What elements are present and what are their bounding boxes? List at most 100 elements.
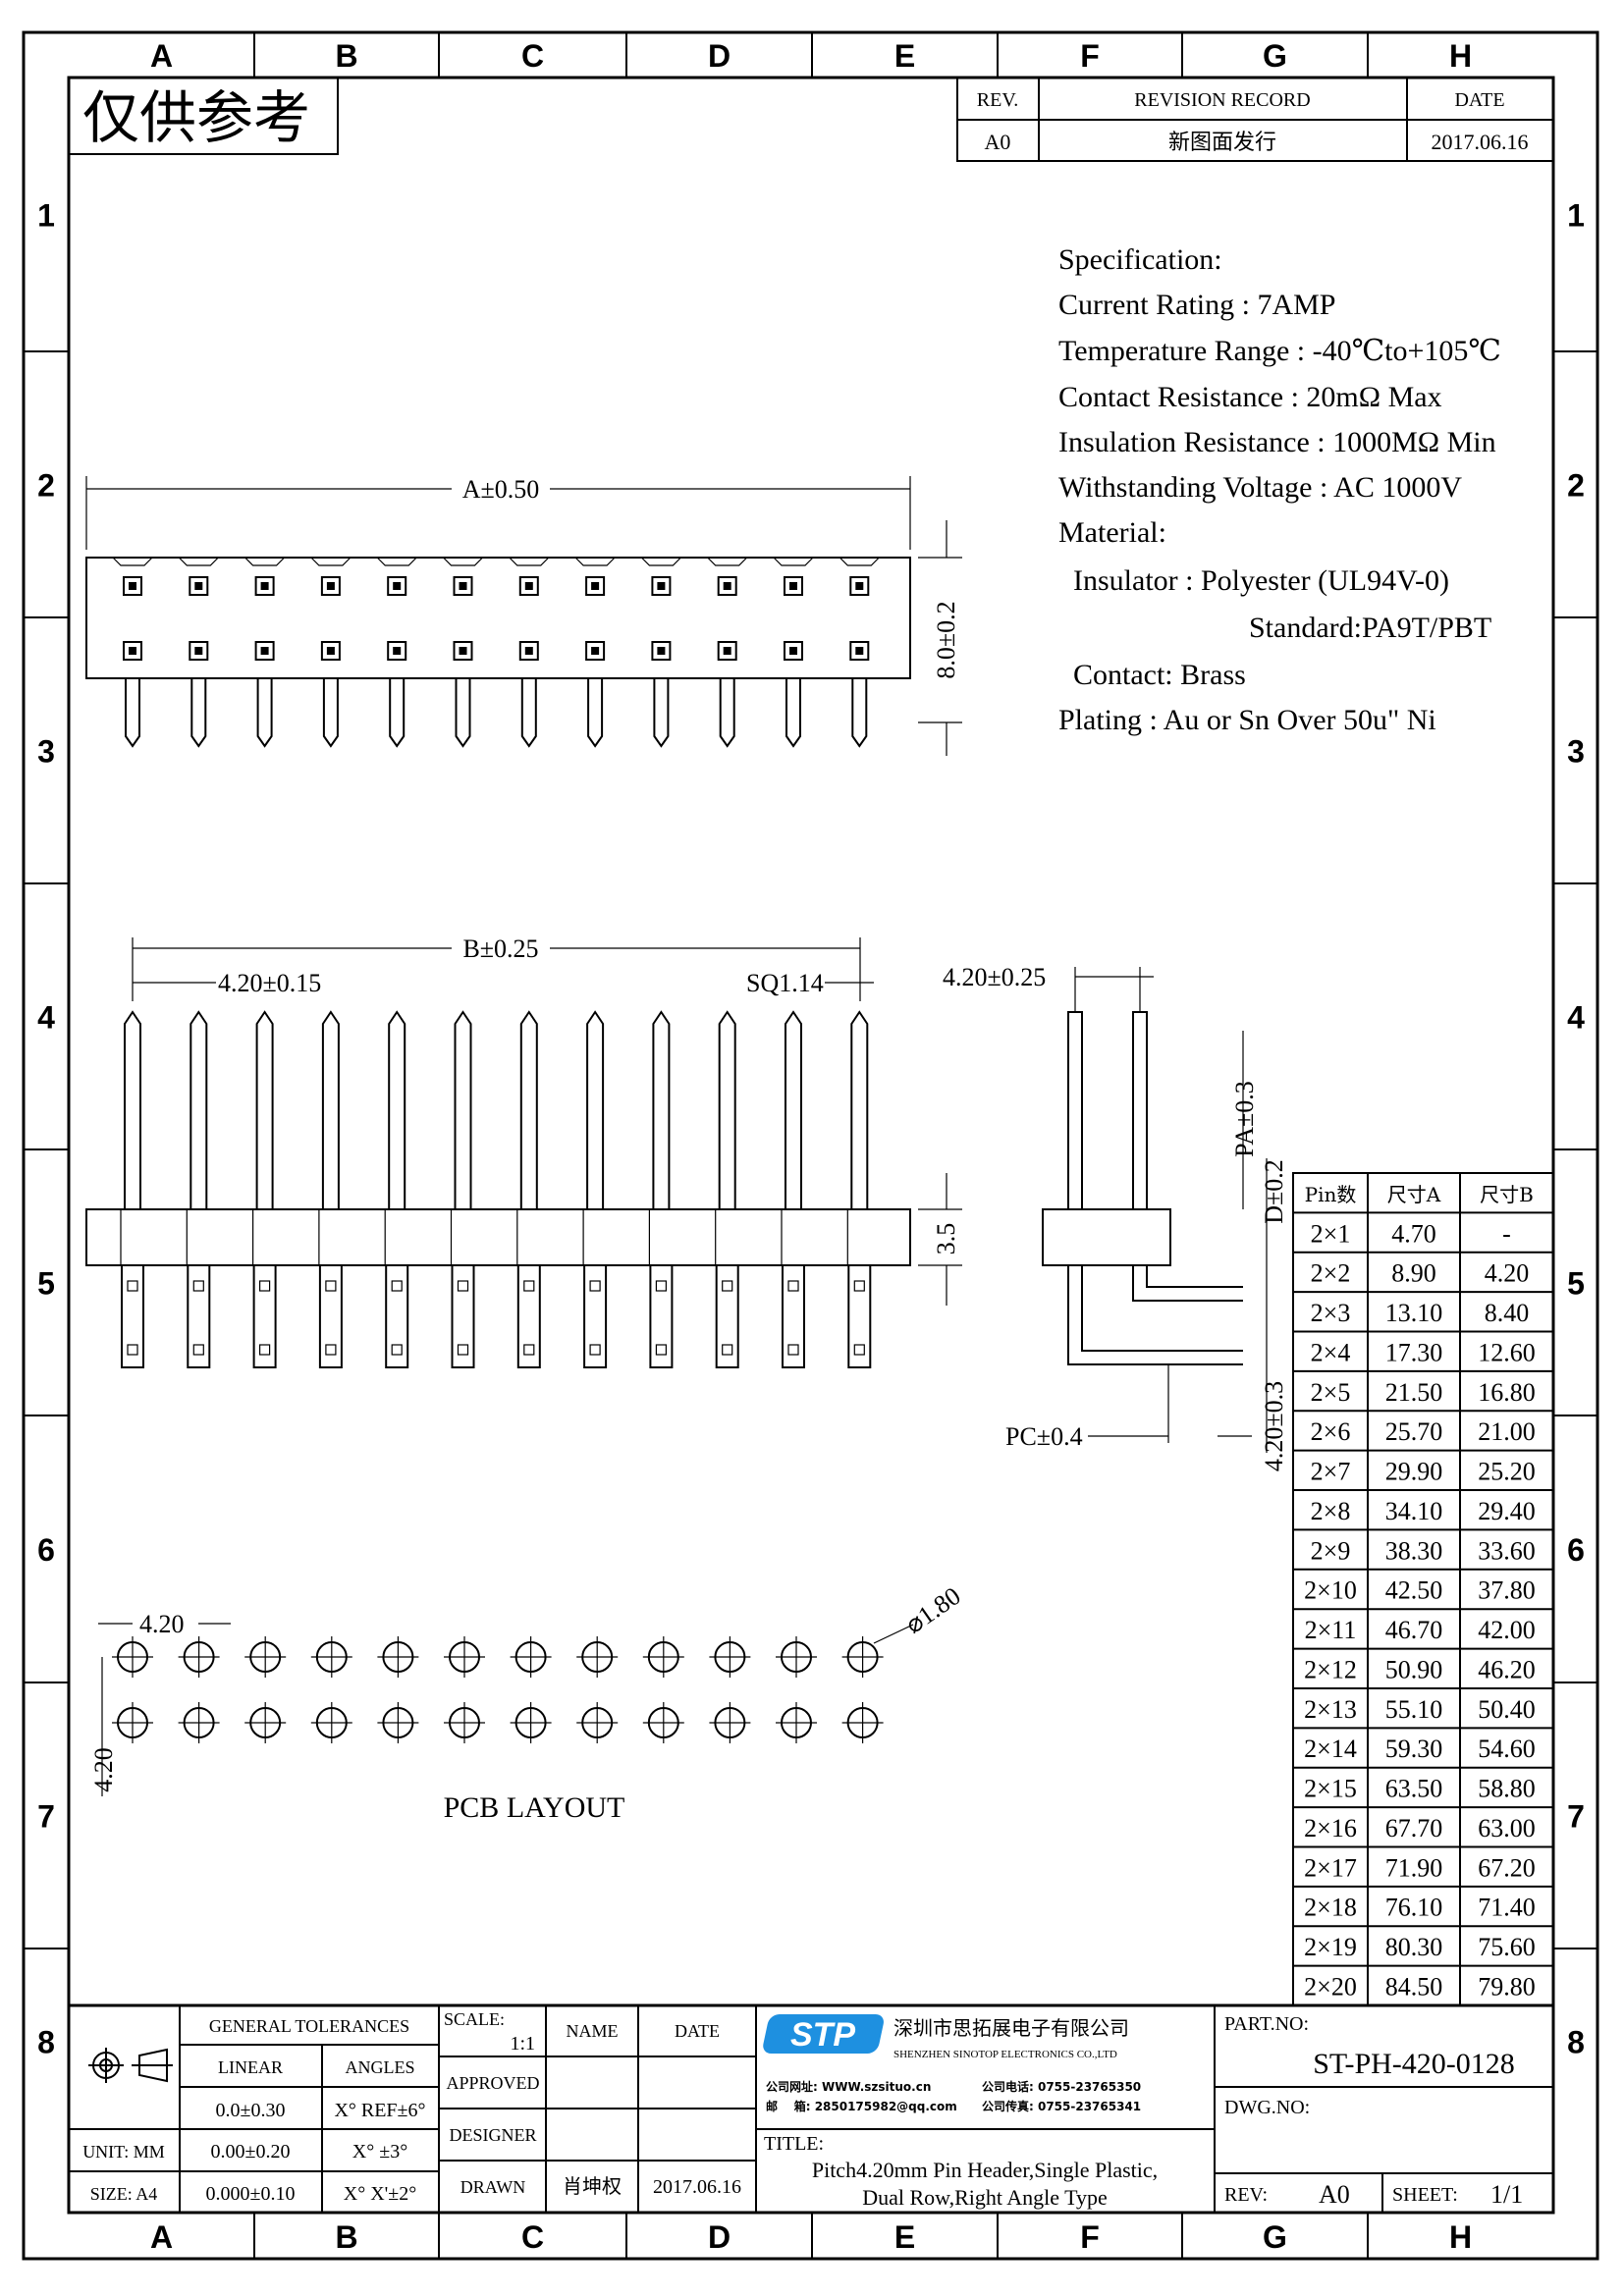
spec-line: Standard:PA9T/PBT bbox=[1249, 612, 1491, 644]
table-cell: 29.40 bbox=[1478, 1497, 1536, 1525]
pin-square bbox=[651, 641, 672, 661]
angles-label: ANGLES bbox=[346, 2057, 415, 2077]
table-cell: 50.40 bbox=[1478, 1695, 1536, 1724]
pin-lower-mark bbox=[192, 1344, 204, 1356]
pin bbox=[124, 1010, 141, 1209]
pin-square-core bbox=[855, 647, 864, 655]
dim-d-label: D±0.2 bbox=[1260, 1159, 1288, 1224]
pin-square-core bbox=[524, 582, 533, 590]
dim-a-label: A±0.50 bbox=[462, 475, 540, 504]
table-cell: 13.10 bbox=[1385, 1299, 1443, 1327]
housing-notch bbox=[839, 557, 880, 566]
tolerance-angle: X° X'±2° bbox=[344, 2183, 416, 2205]
pin-square bbox=[784, 576, 803, 596]
spec-line: Specification: bbox=[1058, 243, 1222, 276]
pin-lower-mark bbox=[391, 1280, 403, 1292]
pin-lower-mark bbox=[391, 1344, 403, 1356]
pin-lower bbox=[318, 1264, 343, 1368]
pin-lower-mark bbox=[589, 1344, 601, 1356]
zone-column-label: F bbox=[1080, 38, 1100, 74]
pin-square-core bbox=[393, 582, 402, 590]
dwg-no-label: DWG.NO: bbox=[1224, 2097, 1310, 2118]
general-tolerances-label: GENERAL TOLERANCES bbox=[209, 2016, 409, 2036]
pin-square-core bbox=[723, 582, 731, 590]
table-cell: 2×1 bbox=[1311, 1219, 1351, 1248]
zone-row-label: 8 bbox=[37, 2025, 55, 2060]
pcb-pitch-x-label: 4.20 bbox=[139, 1610, 185, 1638]
table-cell: 2×7 bbox=[1311, 1458, 1351, 1486]
pin-lower-mark bbox=[457, 1344, 469, 1356]
pin-lower-mark bbox=[655, 1344, 668, 1356]
table-cell: 2×16 bbox=[1304, 1814, 1357, 1842]
title-label: TITLE: bbox=[764, 2133, 824, 2155]
spec-line: Plating : Au or Sn Over 50u" Ni bbox=[1058, 704, 1436, 736]
pin-lower bbox=[187, 1264, 211, 1368]
table-cell: 71.90 bbox=[1385, 1853, 1443, 1882]
spec-line: Temperature Range : -40℃to+105℃ bbox=[1058, 335, 1501, 367]
pin bbox=[189, 1010, 208, 1209]
dim-b-label: B±0.25 bbox=[462, 934, 538, 963]
pin-lower-mark bbox=[457, 1280, 469, 1292]
revision-table: REV. REVISION RECORD DATE A0 新图面发行 2017.… bbox=[956, 77, 1554, 162]
pin-square-core bbox=[855, 582, 864, 590]
pin-lower-mark bbox=[325, 1344, 337, 1356]
pin-lower bbox=[782, 1264, 805, 1368]
dim-sq-label: SQ1.14 bbox=[746, 969, 824, 997]
company-phone: 公司电话: 0755-23765350 bbox=[982, 2079, 1141, 2094]
table-cell: 79.80 bbox=[1478, 1973, 1536, 2002]
pin-lower-mark bbox=[523, 1344, 535, 1356]
table-cell: 2×19 bbox=[1304, 1933, 1357, 1961]
spec-line: Insulation Resistance : 1000MΩ Min bbox=[1058, 426, 1496, 458]
pin-square bbox=[585, 576, 606, 596]
pin bbox=[321, 1010, 340, 1209]
pin-square-core bbox=[524, 647, 533, 655]
table-cell: 71.40 bbox=[1478, 1894, 1536, 1922]
tolerance-linear: 0.000±0.10 bbox=[206, 2183, 296, 2205]
watermark-text: 仅供参考 bbox=[82, 84, 310, 151]
scale-value: 1:1 bbox=[510, 2033, 535, 2055]
zone-column-label: E bbox=[894, 38, 915, 74]
outer-border bbox=[22, 30, 1599, 2261]
company-logo: STP bbox=[763, 2014, 884, 2054]
table-header: 尺寸A bbox=[1387, 1183, 1441, 1206]
table-cell: 2×3 bbox=[1311, 1299, 1351, 1327]
table-cell: 63.50 bbox=[1385, 1775, 1443, 1803]
zone-row-label: 4 bbox=[37, 1000, 55, 1036]
pin-square bbox=[254, 641, 275, 661]
pin-square bbox=[387, 576, 407, 596]
table-cell: 2×6 bbox=[1311, 1417, 1351, 1446]
table-header: 尺寸B bbox=[1480, 1183, 1534, 1206]
pin-square-core bbox=[789, 582, 797, 590]
table-cell: 21.00 bbox=[1478, 1417, 1536, 1446]
table-cell: 2×15 bbox=[1304, 1775, 1357, 1803]
pin-square-core bbox=[326, 582, 335, 590]
pin-tail bbox=[653, 678, 670, 748]
table-cell: 54.60 bbox=[1478, 1735, 1536, 1763]
pin-tail bbox=[785, 678, 801, 748]
part-no-label: PART.NO: bbox=[1224, 2013, 1309, 2035]
table-cell: 16.80 bbox=[1478, 1378, 1536, 1407]
pin-lower-mark bbox=[655, 1280, 668, 1292]
linear-label: LINEAR bbox=[218, 2057, 283, 2077]
unit-label: UNIT: MM bbox=[82, 2142, 165, 2162]
housing-notch bbox=[574, 557, 616, 566]
name-header: NAME bbox=[567, 2021, 619, 2041]
pin-lower bbox=[121, 1264, 144, 1368]
tolerance-angle: X° REF±6° bbox=[334, 2100, 425, 2121]
dim-pitch-label: 4.20±0.15 bbox=[218, 969, 321, 997]
pin-tail bbox=[256, 678, 273, 748]
drawn-by-name: 肖坤权 bbox=[563, 2174, 622, 2198]
drawing-title-line2: Dual Row,Right Angle Type bbox=[862, 2185, 1108, 2210]
housing-notch bbox=[310, 557, 352, 566]
date-header: DATE bbox=[675, 2021, 720, 2041]
zone-column-label: H bbox=[1449, 38, 1472, 74]
pin-lower-mark bbox=[325, 1280, 337, 1292]
zone-row-label: 2 bbox=[37, 468, 55, 504]
table-cell: 25.20 bbox=[1478, 1458, 1536, 1486]
pin-square-core bbox=[591, 647, 600, 655]
table-cell: 2×10 bbox=[1304, 1576, 1357, 1605]
pin-lower bbox=[516, 1264, 541, 1368]
housing-notch bbox=[707, 557, 748, 566]
